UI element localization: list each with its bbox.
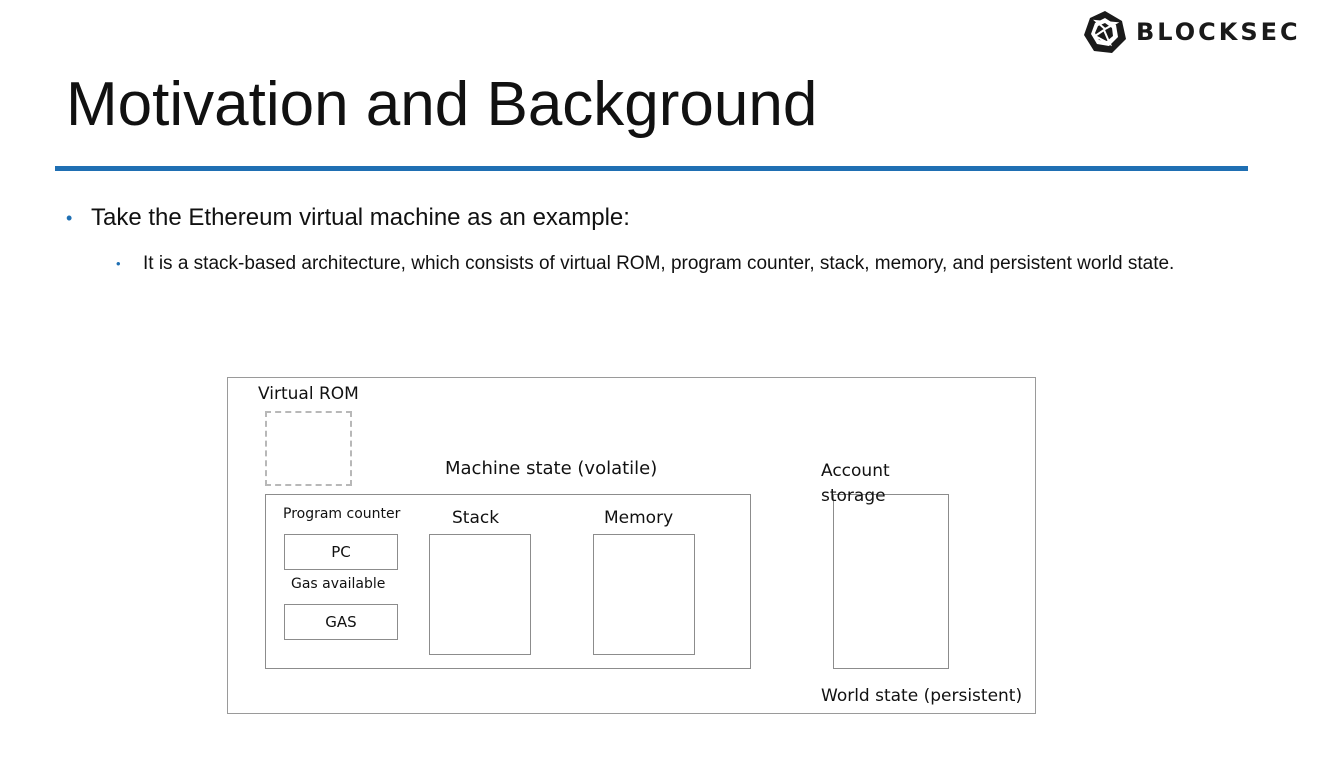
memory-box bbox=[593, 534, 695, 655]
blocksec-logo: BLOCKSEC bbox=[1082, 8, 1301, 56]
gas-box: GAS bbox=[284, 604, 398, 640]
gas-label: GAS bbox=[325, 613, 357, 631]
bullet-text: Take the Ethereum virtual machine as an … bbox=[91, 204, 630, 231]
slide-title: Motivation and Background bbox=[66, 70, 818, 139]
stack-box bbox=[429, 534, 531, 655]
sub-bullet-text: It is a stack-based architecture, which … bbox=[143, 253, 1175, 274]
machine-state-label: Machine state (volatile) bbox=[445, 458, 658, 479]
title-underline bbox=[55, 166, 1248, 171]
program-counter-label: Program counter bbox=[283, 506, 401, 522]
pc-box: PC bbox=[284, 534, 398, 570]
world-state-label: World state (persistent) bbox=[821, 686, 1023, 706]
bullet-dot-icon: • bbox=[116, 256, 121, 271]
pc-label: PC bbox=[331, 543, 351, 561]
bullet-dot-icon: • bbox=[66, 208, 73, 228]
virtual-rom-label: Virtual ROM bbox=[258, 384, 359, 404]
stack-label: Stack bbox=[452, 508, 500, 528]
gas-available-label: Gas available bbox=[291, 576, 386, 592]
memory-label: Memory bbox=[604, 508, 674, 528]
virtual-rom-box bbox=[265, 411, 352, 486]
blocksec-logo-icon bbox=[1084, 11, 1126, 53]
account-storage-label: Account storage bbox=[821, 461, 890, 506]
logo-text: BLOCKSEC bbox=[1136, 18, 1301, 46]
account-storage-box bbox=[833, 494, 949, 669]
